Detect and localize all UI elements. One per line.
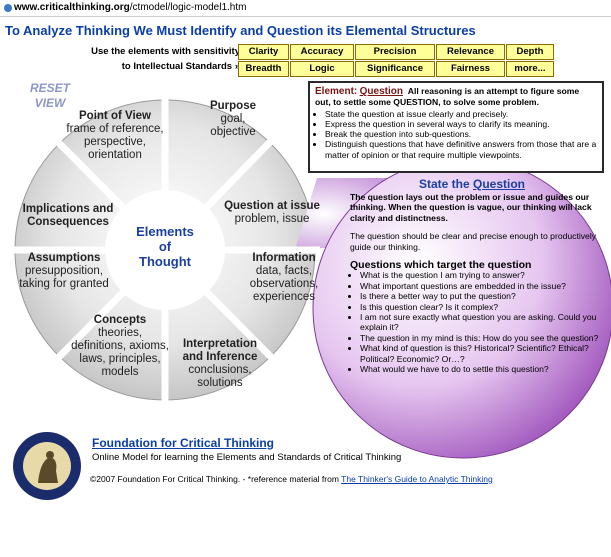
standard-fairness-button[interactable]: Fairness	[436, 61, 505, 77]
circle-title: State the Question	[418, 177, 526, 191]
foundation-logo	[13, 432, 81, 500]
standard-logic-button[interactable]: Logic	[290, 61, 354, 77]
question-item: Is there a better way to put the questio…	[360, 291, 602, 301]
element-bullet: Break the question into sub-questions.	[325, 129, 597, 139]
standard-more-button[interactable]: more...	[506, 61, 554, 77]
element-bullet: Express the question in several ways to …	[325, 119, 597, 129]
element-name-link[interactable]: Question	[359, 86, 403, 97]
question-title-link[interactable]: Question	[473, 177, 526, 191]
standard-relevance-button[interactable]: Relevance	[436, 44, 505, 60]
questions-heading: Questions which target the question	[350, 259, 532, 272]
question-item: What kind of question is this? Historica…	[360, 343, 602, 364]
question-item: What would we have to do to settle this …	[360, 364, 602, 374]
address-url[interactable]: www.criticalthinking.org/ctmodel/logic-m…	[14, 2, 247, 13]
page-icon	[4, 4, 12, 12]
standard-significance-button[interactable]: Significance	[355, 61, 435, 77]
question-item: What is the question I am trying to answ…	[360, 270, 602, 280]
standard-precision-button[interactable]: Precision	[355, 44, 435, 60]
standard-accuracy-button[interactable]: Accuracy	[290, 44, 354, 60]
foundation-subtitle: Online Model for learning the Elements a…	[92, 452, 402, 463]
standard-breadth-button[interactable]: Breadth	[238, 61, 289, 77]
element-bullet: Distinguish questions that have definiti…	[325, 139, 597, 160]
thinkers-guide-link[interactable]: The Thinker's Guide to Analytic Thinking	[341, 474, 493, 484]
question-item: I am not sure exactly what question you …	[360, 312, 602, 333]
wheel-center	[105, 190, 225, 310]
element-info-box: Element: Question All reasoning is an at…	[308, 81, 604, 173]
foundation-link[interactable]: Foundation for Critical Thinking	[92, 436, 274, 450]
question-item: The question in my mind is this: How do …	[360, 333, 602, 343]
question-item: Is this question clear? Is it complex?	[360, 302, 602, 312]
page-headline: To Analyze Thinking We Must Identify and…	[5, 23, 476, 38]
address-bar[interactable]: www.criticalthinking.org/ctmodel/logic-m…	[0, 0, 611, 17]
standard-clarity-button[interactable]: Clarity	[238, 44, 289, 60]
element-bullet: State the question at issue clearly and …	[325, 109, 597, 119]
standard-depth-button[interactable]: Depth	[506, 44, 554, 60]
copyright-line: ©2007 Foundation For Critical Thinking. …	[90, 474, 493, 484]
circle-text: The question lays out the problem or iss…	[350, 192, 602, 375]
question-item: What important questions are embedded in…	[360, 281, 602, 291]
